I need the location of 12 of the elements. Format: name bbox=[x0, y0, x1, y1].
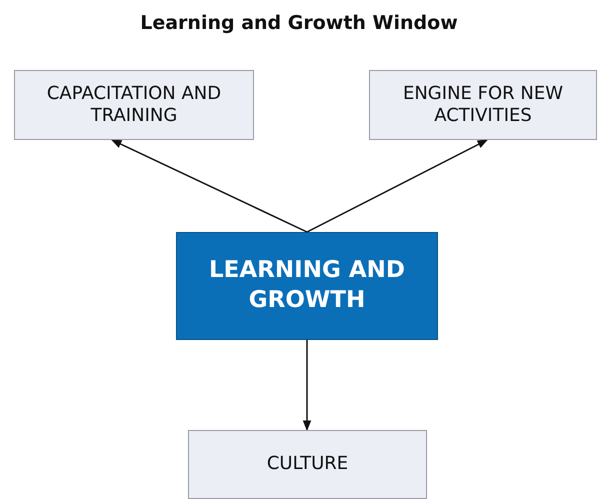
box-label: CULTURE bbox=[266, 453, 350, 476]
central-box bbox=[176, 232, 438, 340]
process-box bbox=[369, 70, 597, 140]
arrow bbox=[302, 340, 312, 432]
box-label: CAPACITATION AND TRAINING bbox=[46, 82, 222, 128]
diagram-title: Learning and Growth Window bbox=[139, 12, 459, 34]
arrow bbox=[306, 139, 488, 233]
box-label: LEARNING AND GROWTH bbox=[208, 256, 406, 315]
process-box bbox=[188, 430, 427, 499]
box-label: ENGINE FOR NEW ACTIVITIES bbox=[402, 82, 564, 128]
arrow bbox=[111, 139, 308, 233]
process-box bbox=[14, 70, 254, 140]
